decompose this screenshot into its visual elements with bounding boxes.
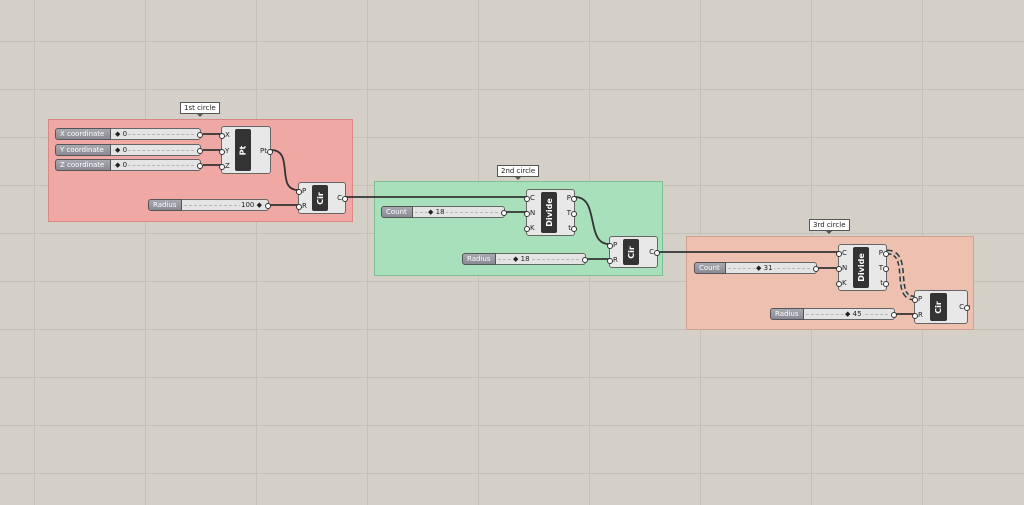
output-grip[interactable]: [197, 148, 203, 154]
slider-track[interactable]: 100 ◆: [182, 199, 271, 211]
divide-curve-component-2[interactable]: C N K Divide P T t: [835, 244, 890, 291]
slider-radius-2[interactable]: Radius ◆ 18: [462, 253, 588, 265]
input-c[interactable]: C: [836, 249, 847, 257]
slider-value: ◆ 0: [114, 160, 129, 170]
slider-z-coordinate[interactable]: Z coordinate ◆ 0: [55, 159, 203, 171]
component-label: Cir: [315, 191, 325, 205]
output-c[interactable]: C: [649, 248, 660, 256]
slider-name: Radius: [148, 199, 182, 211]
divide-curve-component-1[interactable]: C N K Divide P T t: [523, 189, 578, 236]
group-label-2nd[interactable]: 2nd circle: [497, 165, 540, 180]
slider-name: Count: [381, 206, 413, 218]
output-t-upper[interactable]: T: [878, 264, 890, 272]
slider-name: Z coordinate: [55, 159, 111, 171]
slider-value: ◆ 0: [114, 145, 129, 155]
slider-value: ◆ 18: [427, 207, 446, 217]
output-grip[interactable]: [265, 203, 271, 209]
input-z[interactable]: Z: [219, 162, 230, 170]
slider-count-3[interactable]: Count ◆ 31: [694, 262, 819, 274]
component-label: Divide: [544, 198, 554, 227]
input-y[interactable]: Y: [218, 147, 230, 155]
slider-track[interactable]: ◆ 31: [726, 262, 819, 274]
output-grip[interactable]: [197, 132, 203, 138]
component-body[interactable]: Divide: [541, 192, 557, 233]
slider-value-text: 100: [241, 201, 255, 209]
component-body[interactable]: Pt: [235, 129, 251, 171]
slider-name: X coordinate: [55, 128, 111, 140]
output-grip[interactable]: [501, 210, 507, 216]
group-label-1st[interactable]: 1st circle: [180, 102, 220, 117]
slider-track[interactable]: ◆ 45: [804, 308, 897, 320]
slider-name: Radius: [462, 253, 496, 265]
component-body[interactable]: Cir: [312, 185, 328, 211]
slider-value: 100 ◆: [240, 200, 263, 210]
component-body[interactable]: Cir: [623, 239, 639, 265]
slider-radius-3[interactable]: Radius ◆ 45: [770, 308, 897, 320]
input-k[interactable]: K: [836, 279, 847, 287]
group-label-3rd[interactable]: 3rd circle: [809, 219, 850, 234]
circle-component-1[interactable]: P R Cir C: [295, 182, 348, 214]
component-label: Cir: [626, 245, 636, 259]
slider-track[interactable]: ◆ 0: [111, 128, 203, 140]
slider-value-text: 0: [122, 130, 128, 138]
component-label: Cir: [934, 300, 943, 314]
output-pt[interactable]: Pt: [260, 147, 273, 155]
slider-value-text: 18: [435, 208, 445, 216]
component-label: Pt: [238, 145, 248, 155]
input-k[interactable]: K: [524, 224, 535, 232]
slider-value-text: 45: [852, 310, 862, 318]
input-c[interactable]: C: [524, 194, 535, 202]
slider-track[interactable]: ◆ 0: [111, 159, 203, 171]
output-grip[interactable]: [891, 312, 897, 318]
input-n[interactable]: N: [835, 264, 848, 272]
output-c[interactable]: C: [337, 194, 348, 202]
output-t-lower[interactable]: t: [880, 279, 889, 287]
component-body[interactable]: Divide: [853, 247, 869, 288]
slider-name: Radius: [770, 308, 804, 320]
output-p[interactable]: P: [566, 194, 578, 202]
slider-track[interactable]: ◆ 0: [111, 144, 203, 156]
slider-count-2[interactable]: Count ◆ 18: [381, 206, 507, 218]
slider-radius-1[interactable]: Radius 100 ◆: [148, 199, 271, 211]
slider-value-text: 31: [763, 264, 773, 272]
input-r[interactable]: R: [296, 202, 307, 210]
wire-pt-to-cir1: [270, 149, 299, 191]
component-body[interactable]: Cir: [930, 293, 947, 321]
slider-value: ◆ 18: [512, 254, 531, 264]
input-p[interactable]: P: [911, 295, 923, 303]
output-t-upper[interactable]: T: [566, 209, 578, 217]
slider-value-text: 0: [122, 161, 128, 169]
input-n[interactable]: N: [523, 209, 536, 217]
slider-value: ◆ 0: [114, 129, 129, 139]
output-p[interactable]: P: [878, 249, 890, 257]
slider-track[interactable]: ◆ 18: [413, 206, 507, 218]
slider-y-coordinate[interactable]: Y coordinate ◆ 0: [55, 144, 203, 156]
slider-track[interactable]: ◆ 18: [496, 253, 588, 265]
slider-value-text: 0: [122, 146, 128, 154]
output-t-lower[interactable]: t: [568, 224, 577, 232]
circle-component-3[interactable]: P R Cir C: [911, 290, 970, 324]
slider-x-coordinate[interactable]: X coordinate ◆ 0: [55, 128, 203, 140]
output-c[interactable]: C: [959, 303, 970, 311]
input-r[interactable]: R: [912, 311, 923, 319]
slider-value: ◆ 31: [755, 263, 774, 273]
construct-point-component[interactable]: X Y Z Pt Pt: [218, 126, 273, 174]
output-grip[interactable]: [813, 266, 819, 272]
input-r[interactable]: R: [607, 256, 618, 264]
slider-name: Count: [694, 262, 726, 274]
slider-value: ◆ 45: [844, 309, 863, 319]
input-x[interactable]: X: [219, 131, 230, 139]
input-p[interactable]: P: [606, 241, 618, 249]
slider-value-text: 18: [520, 255, 530, 263]
circle-component-2[interactable]: P R Cir C: [606, 236, 660, 268]
input-p[interactable]: P: [295, 187, 307, 195]
slider-name: Y coordinate: [55, 144, 111, 156]
output-grip[interactable]: [582, 257, 588, 263]
wire-divide1-to-cir2: [574, 196, 610, 245]
output-grip[interactable]: [197, 163, 203, 169]
wire-divide2-to-cir3: [886, 249, 915, 301]
component-label: Divide: [856, 253, 866, 282]
